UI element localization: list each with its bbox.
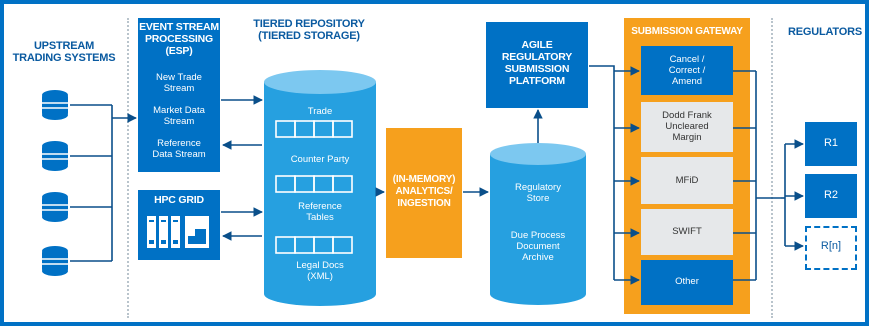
database-icon bbox=[42, 246, 68, 276]
esp-stream-reference: Reference Data Stream bbox=[152, 138, 206, 160]
gateway-item-other-box bbox=[641, 260, 733, 305]
repository-item-legal-docs: Legal Docs (XML) bbox=[296, 260, 344, 282]
esp-stream-new-trade: New Trade Stream bbox=[156, 72, 202, 94]
store-item-regulatory: Regulatory Store bbox=[515, 182, 561, 204]
separator-left bbox=[127, 18, 129, 318]
esp-header: EVENT STREAM PROCESSING (ESP) bbox=[139, 21, 219, 57]
database-icon bbox=[42, 90, 68, 120]
connector-lines bbox=[70, 65, 804, 285]
regulator-rn: R[n] bbox=[820, 240, 842, 252]
repository-cylinder bbox=[264, 70, 376, 306]
regulators-header: REGULATORS bbox=[788, 26, 862, 38]
gateway-item-swift: SWIFT bbox=[672, 226, 702, 237]
gateway-item-mfid: MFiD bbox=[675, 175, 699, 186]
hpc-grid-label: HPC GRID bbox=[154, 194, 204, 206]
repository-item-trade: Trade bbox=[307, 106, 333, 117]
upstream-header: UPSTREAM TRADING SYSTEMS bbox=[12, 40, 116, 64]
repository-item-counter-party: Counter Party bbox=[290, 154, 350, 165]
server-rack-icon bbox=[147, 216, 209, 248]
separator-right bbox=[771, 18, 773, 318]
gateway-item-dodd-frank: Dodd Frank Uncleared Margin bbox=[662, 110, 712, 143]
regulator-r2-box bbox=[805, 174, 857, 218]
regulator-r1: R1 bbox=[823, 137, 839, 149]
repository-item-reference-tables: Reference Tables bbox=[298, 201, 342, 223]
regulator-r2: R2 bbox=[823, 189, 839, 201]
analytics-box bbox=[386, 128, 462, 258]
analytics-label: (IN-MEMORY) ANALYTICS/ INGESTION bbox=[392, 174, 456, 209]
architecture-diagram: UPSTREAM TRADING SYSTEMS TIERED REPOSITO… bbox=[4, 4, 865, 322]
database-icon bbox=[42, 192, 68, 222]
regulator-rn-box bbox=[805, 226, 857, 270]
regulatory-store-cylinder bbox=[490, 143, 586, 305]
store-item-archive: Due Process Document Archive bbox=[510, 230, 566, 263]
platform-box bbox=[486, 22, 588, 108]
esp-stream-market-data: Market Data Stream bbox=[153, 105, 205, 127]
database-icons bbox=[42, 90, 68, 276]
gateway-header: SUBMISSION GATEWAY bbox=[631, 26, 743, 37]
gateway-item-cancel-box bbox=[641, 46, 733, 95]
gateway-item-swift-box bbox=[641, 209, 733, 255]
gateway-item-other: Other bbox=[675, 276, 699, 287]
database-icon bbox=[42, 141, 68, 171]
gateway-item-mfid-box bbox=[641, 157, 733, 204]
gateway-item-cancel: Cancel / Correct / Amend bbox=[668, 54, 706, 87]
esp-box bbox=[138, 18, 220, 172]
repository-header: TIERED REPOSITORY (TIERED STORAGE) bbox=[253, 18, 365, 42]
platform-label: AGILE REGULATORY SUBMISSION PLATFORM bbox=[501, 39, 573, 87]
gateway-item-dodd-frank-box bbox=[641, 102, 733, 152]
regulator-r1-box bbox=[805, 122, 857, 166]
